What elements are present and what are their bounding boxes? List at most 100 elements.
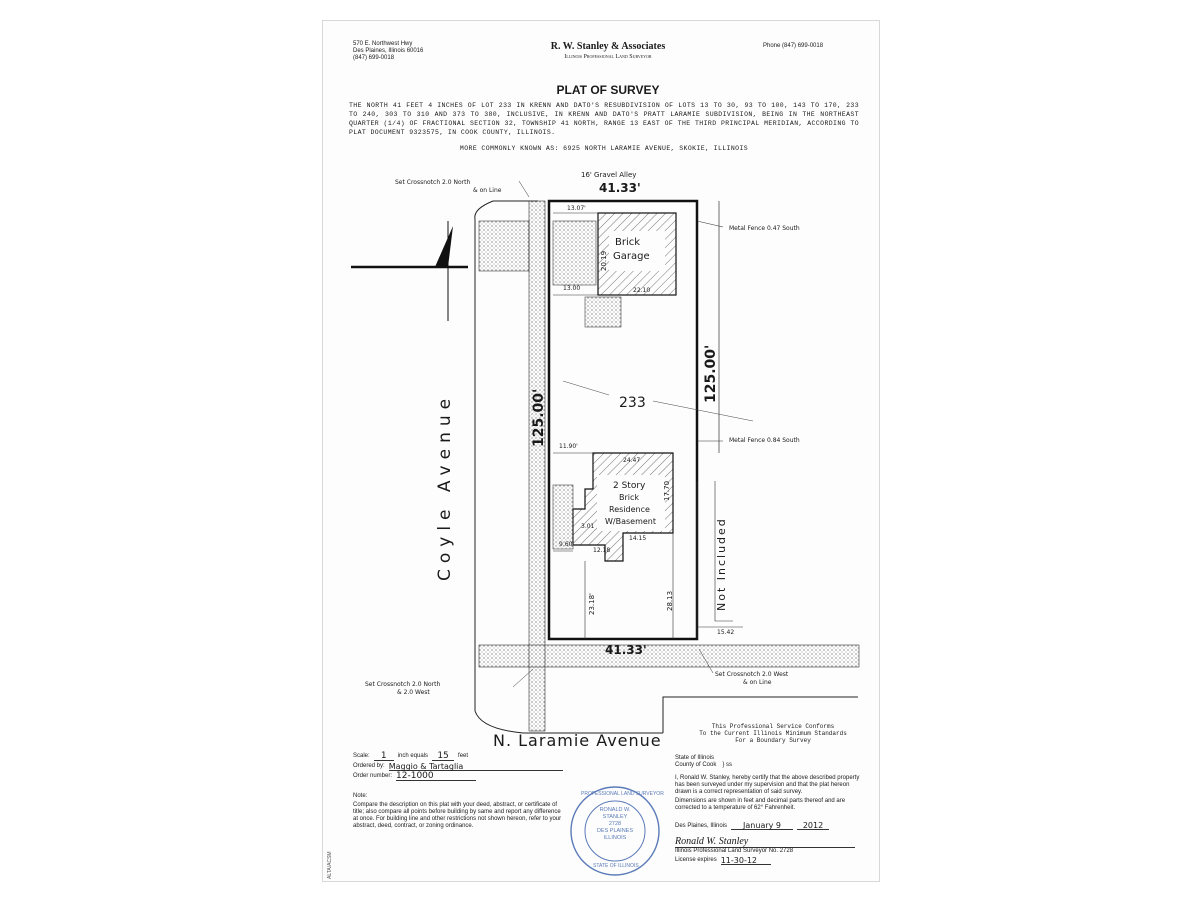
front-setback-left-dim: 23.18' xyxy=(588,593,596,615)
residence-dim-a: 9.60 xyxy=(559,541,573,548)
cert-date-row: Des Plaines, Illinois January 9 2012 xyxy=(675,822,865,830)
ordered-value: Maggio & Tartaglia xyxy=(388,763,563,771)
crossnotch-bottom-left-label2: & 2.0 West xyxy=(397,689,430,696)
depth-left-dim: 125.00' xyxy=(531,388,547,447)
lot-number: 233 xyxy=(619,395,646,411)
certification-block: State of Illinois County of Cook } ss I,… xyxy=(675,755,865,865)
order-value: 12-1000 xyxy=(396,772,477,781)
firm-subtitle: Illinois Professional Land Surveyor xyxy=(564,54,652,60)
seal-name2: STANLEY xyxy=(602,814,628,820)
sidewalk-west xyxy=(528,200,546,732)
metal-fence-mid-label: Metal Fence 0.84 South xyxy=(729,437,800,444)
commonly-known-as: MORE COMMONLY KNOWN AS: 6925 NORTH LARAM… xyxy=(459,145,749,152)
note-heading: Note: xyxy=(353,793,368,799)
cert-signature: Ronald W. Stanley xyxy=(675,836,855,848)
cert-license-label: License expires xyxy=(675,857,717,863)
garage-bottom-dim: 13.00 xyxy=(563,285,581,292)
cert-date: January 9 xyxy=(731,822,794,830)
garage-width-dim: 22.10 xyxy=(633,287,651,294)
not-included-label: Not Included xyxy=(715,517,728,611)
residence-dim-c: 14.15 xyxy=(629,535,647,542)
scale-label: Scale: xyxy=(353,753,370,759)
lot-boundary xyxy=(547,199,699,641)
residence-label-1: 2 Story xyxy=(613,481,646,491)
address-line2: Des Plaines, Illinois 60016 xyxy=(353,48,424,54)
cert-city: Des Plaines, Illinois xyxy=(675,823,728,829)
residence-dim-d: 3.01 xyxy=(581,523,595,530)
note-text: Compare the description on this plat wit… xyxy=(353,802,562,829)
conformance-line2: To the Current Illinois Minimum Standard… xyxy=(699,730,847,737)
crossnotch-bottom-right-label2: & on Line xyxy=(743,679,772,686)
firm-name: R. W. Stanley & Associates xyxy=(550,41,666,52)
residence-dim-e: 17.70 xyxy=(663,480,671,501)
garage-depth-dim: 20.19 xyxy=(600,250,608,271)
driveway-paving xyxy=(478,220,530,272)
corner-dim: 15.42 xyxy=(717,629,735,636)
scale-feet: 15 xyxy=(432,752,455,761)
plat-drawing xyxy=(351,180,860,734)
bottom-width-dim: 41.33' xyxy=(605,643,647,657)
seal-ring-bottom: STATE OF ILLINOIS xyxy=(593,863,639,869)
document-title: PLAT OF SURVEY xyxy=(556,83,660,97)
garage-label-2: Garage xyxy=(613,251,650,262)
front-setback-dim: 11.90' xyxy=(559,443,578,450)
top-width-dim: 41.33' xyxy=(599,181,641,195)
front-setback-right-dim: 28.13 xyxy=(666,590,674,611)
crossnotch-top-label: Set Crossnotch 2.0 North xyxy=(395,179,471,186)
survey-sheet: 570 E. Northwest Hwy Des Plaines, Illino… xyxy=(322,20,880,882)
crossnotch-top-label2: & on Line xyxy=(473,187,502,194)
ordered-label: Ordered by: xyxy=(353,763,385,769)
cert-county: County of Cook xyxy=(675,762,717,768)
cert-surveyor-line: Illinois Professional Land Surveyor No. … xyxy=(675,848,794,854)
address-line3: (847) 699-0018 xyxy=(353,55,395,61)
cert-text2: Dimensions are shown in feet and decimal… xyxy=(675,798,846,811)
legal-description: THE NORTH 41 FEET 4 INCHES OF LOT 233 IN… xyxy=(349,102,859,136)
seal-city2: ILLINOIS xyxy=(603,835,627,841)
seal-center: RONALD W. STANLEY 2728 DES PLAINES ILLIN… xyxy=(593,807,637,842)
residence-label-4: W/Basement xyxy=(605,517,657,526)
order-number-row: Order number: 12-1000 xyxy=(353,772,563,781)
note-block: Note: Compare the description on this pl… xyxy=(353,793,563,830)
garage-label-1: Brick xyxy=(615,237,641,248)
residence-dim-b: 12.18 xyxy=(593,547,611,554)
scale-mid: inch equals xyxy=(397,753,429,759)
cert-county-row: County of Cook } ss xyxy=(675,762,865,769)
cert-state: State of Illinois xyxy=(675,755,715,761)
cert-year: 2012 xyxy=(797,822,830,830)
seal-city1: DES PLAINES xyxy=(596,828,634,834)
north-arrow-icon xyxy=(351,221,468,321)
conformance-statement: This Professional Service Conforms To th… xyxy=(683,723,863,744)
ordered-row: Ordered by: Maggio & Tartaglia xyxy=(353,763,563,771)
scale-box: Scale: 1 inch equals 15 feet Ordered by:… xyxy=(353,752,563,781)
sidewalk-south xyxy=(478,644,860,668)
seal-ring-top: PROFESSIONAL LAND SURVEYOR xyxy=(581,791,664,797)
street-south-label: N. Laramie Avenue xyxy=(493,731,662,750)
street-west-label: Coyle Avenue xyxy=(435,392,455,581)
surveyor-seal-icon xyxy=(570,786,660,876)
side-margin-text: ALTA/ACSM xyxy=(327,851,333,879)
cert-ss: } ss xyxy=(722,762,733,768)
seal-name1: RONALD W. xyxy=(599,807,631,813)
conformance-line1: This Professional Service Conforms xyxy=(711,723,835,730)
cert-license-value: 11-30-12 xyxy=(720,857,771,865)
firm-phone: Phone (847) 699-0018 xyxy=(763,43,824,49)
seal-number: 2728 xyxy=(608,821,622,827)
depth-right-dim: 125.00' xyxy=(703,344,719,403)
crossnotch-bottom-right-label: Set Crossnotch 2.0 West xyxy=(715,671,789,678)
metal-fence-north-label: Metal Fence 0.47 South xyxy=(729,225,800,232)
cert-text: I, Ronald W. Stanley, hereby certify tha… xyxy=(675,775,860,795)
garage-top-dim: 13.07' xyxy=(567,205,586,212)
alley-label: 16' Gravel Alley xyxy=(581,171,637,179)
crossnotch-bottom-left-label: Set Crossnotch 2.0 North xyxy=(365,681,441,688)
order-label: Order number: xyxy=(353,773,393,779)
scale-unit: feet xyxy=(458,753,469,759)
residence-label-3: Residence xyxy=(609,505,650,514)
scale-inch: 1 xyxy=(373,752,394,761)
cert-license-row: License expires 11-30-12 xyxy=(675,857,865,865)
firm-address: 570 E. Northwest Hwy Des Plaines, Illino… xyxy=(353,41,453,62)
scale-row: Scale: 1 inch equals 15 feet xyxy=(353,752,563,761)
residence-label-2: Brick xyxy=(619,493,640,502)
conformance-line3: For a Boundary Survey xyxy=(735,737,811,744)
address-line1: 570 E. Northwest Hwy xyxy=(353,41,413,47)
residence-top-dim: 24.47 xyxy=(623,457,641,464)
